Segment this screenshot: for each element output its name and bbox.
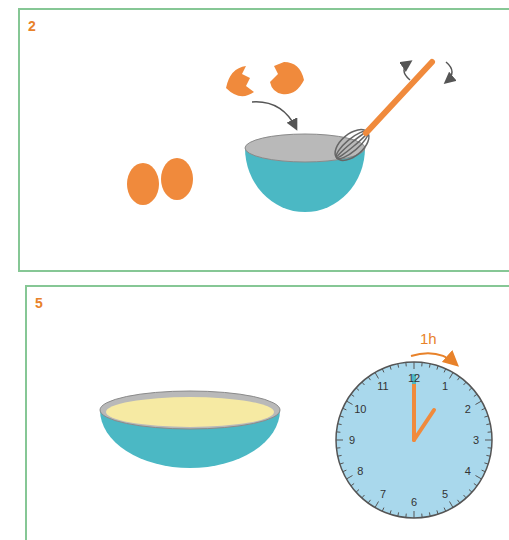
step-number: 2 [28,18,36,34]
bowl-rim [245,134,365,162]
egg [127,163,159,205]
clock-numeral: 10 [354,403,366,415]
bowl-rim [100,391,280,429]
pour-arrow [252,102,296,128]
rotation-arrow [404,62,410,80]
egg-shell [226,66,254,96]
step-panel: 2 [18,8,509,272]
clock: 121234567891011 [333,360,495,520]
clock-numeral: 1 [442,380,448,392]
clock-numeral: 8 [357,465,363,477]
clock-numeral: 4 [465,465,471,477]
clock-numeral: 11 [377,380,388,392]
step-number: 5 [35,295,43,311]
batter [106,397,274,427]
rotation-arrow [446,62,452,82]
clock-numeral: 9 [349,434,355,446]
duration-label: 1h [420,330,437,347]
clock-numeral: 7 [380,488,386,500]
clock-numeral: 5 [442,488,448,500]
step-panel: 5121234567891011 [25,285,509,540]
clock-numeral: 3 [473,434,479,446]
clock-numeral: 12 [408,372,420,384]
whisk [330,62,432,166]
clock-numeral: 2 [465,403,471,415]
clock-numeral: 6 [411,496,417,508]
egg-shell [270,62,304,94]
egg [161,158,193,200]
